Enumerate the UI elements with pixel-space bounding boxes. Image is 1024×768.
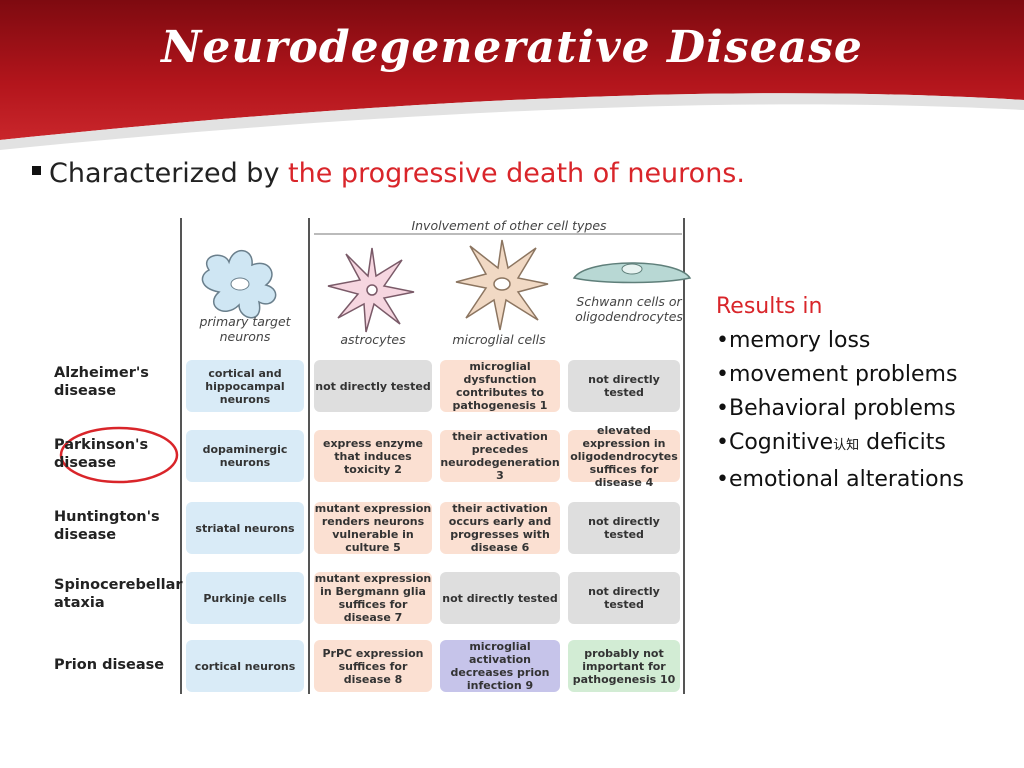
results-heading: Results in xyxy=(716,294,823,319)
cell-prion-astro: PrPC expression suffices for disease 8 xyxy=(314,640,432,692)
result-cognitive-suffix: deficits xyxy=(859,430,946,455)
celltype-schwann-oligo: Schwann cells or oligodendrocytes xyxy=(575,294,683,324)
result-item-behavioral: •Behavioral problems xyxy=(716,396,956,421)
figure-header: Involvement of other cell types xyxy=(411,218,607,233)
cell-pd-astro: express enzyme that induces toxicity 2 xyxy=(314,430,432,482)
cell-alz-schwann: not directly tested xyxy=(568,360,680,412)
parkinsons-highlight-ellipse xyxy=(59,426,179,484)
neuron-icon xyxy=(201,250,277,319)
cell-alz-micro: microglial dysfunction contributes to pa… xyxy=(440,360,560,412)
results-list: Results in •memory loss •movement proble… xyxy=(716,290,964,497)
schwann-cell-icon xyxy=(572,262,692,284)
slide-title: Neurodegenerative Disease xyxy=(161,22,863,73)
row-label-parkinsons: Parkinson's disease xyxy=(54,437,149,471)
cell-sca-astro: mutant expression in Bergmann glia suffi… xyxy=(314,572,432,624)
bullet-highlight: the progressive death of neurons. xyxy=(288,158,745,189)
cell-pd-primary: dopaminergic neurons xyxy=(186,430,304,482)
result-item-cognitive: •Cognitive认知 deficits xyxy=(716,426,964,463)
cell-alz-astro: not directly tested xyxy=(314,360,432,412)
cell-pd-schwann: elevated expression in oligodendrocytes … xyxy=(568,424,680,489)
row-label-huntingtons: Huntington's disease xyxy=(54,509,160,543)
result-cognitive-label: •Cognitive xyxy=(716,430,834,455)
cell-sca-primary: Purkinje cells xyxy=(186,572,304,624)
row-label-prion: Prion disease xyxy=(54,657,165,673)
cell-hd-micro: their activation occurs early and progre… xyxy=(440,502,560,554)
cell-prion-micro: microglial activation decreases prion in… xyxy=(440,640,560,692)
cell-hd-primary: striatal neurons xyxy=(186,502,304,554)
bullet-square-icon xyxy=(32,166,41,175)
bullet-prefix: Characterized by xyxy=(49,158,280,189)
celltype-primary-neurons: primary target neurons xyxy=(199,314,291,344)
microglia-icon xyxy=(455,239,549,331)
cell-sca-schwann: not directly tested xyxy=(568,572,680,624)
cell-hd-schwann: not directly tested xyxy=(568,502,680,554)
cell-alz-primary: cortical and hippocampal neurons xyxy=(186,360,304,412)
result-item-movement: •movement problems xyxy=(716,362,958,387)
celltype-astrocytes: astrocytes xyxy=(340,332,406,347)
disease-cell-table-figure: Involvement of other cell types primary … xyxy=(54,218,700,694)
result-cognitive-cjk: 认知 xyxy=(833,438,860,453)
cell-prion-primary: cortical neurons xyxy=(186,640,304,692)
row-label-alzheimers: Alzheimer's disease xyxy=(54,365,149,399)
figure-graphics xyxy=(59,218,692,694)
result-item-emotional: •emotional alterations xyxy=(716,467,965,492)
intro-bullet: Characterized by the progressive death o… xyxy=(32,158,745,189)
row-label-sca: Spinocerebellar ataxia xyxy=(54,577,183,611)
title-banner xyxy=(0,0,1024,150)
result-item-memory: •memory loss xyxy=(716,328,871,353)
cell-sca-micro: not directly tested xyxy=(440,572,560,624)
astrocyte-icon xyxy=(327,247,415,333)
cell-hd-astro: mutant expression renders neurons vulner… xyxy=(314,502,432,554)
celltype-microglia: microglial cells xyxy=(452,332,546,347)
cell-pd-micro: their activation precedes neurodegenerat… xyxy=(440,430,560,482)
cell-prion-schwann: probably not important for pathogenesis … xyxy=(568,640,680,692)
